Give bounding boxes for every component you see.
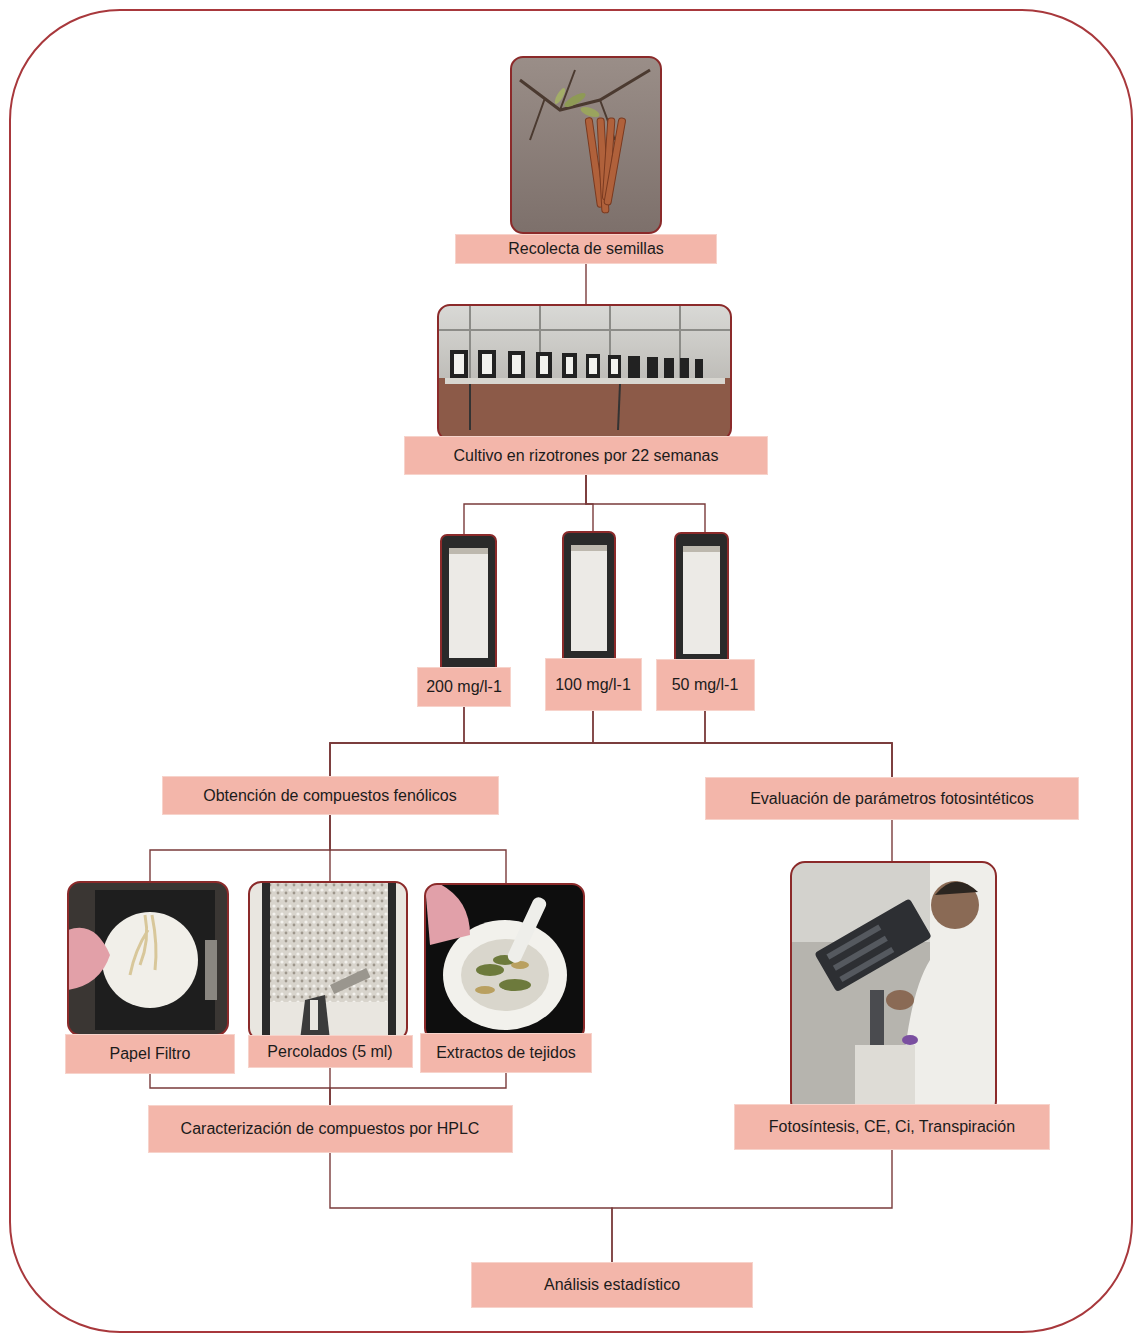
label-box: Cultivo en rizotrones por 22 semanas (404, 436, 768, 475)
photo-border (791, 862, 996, 1115)
rhizotron-photo (441, 535, 496, 680)
label-box: Extractos de tejidos (420, 1033, 592, 1073)
label-text: Extractos de tejidos (436, 1043, 576, 1062)
label-box: 200 mg/l-1 (417, 667, 511, 707)
greenhouse-photo (438, 305, 731, 440)
label-text: 100 mg/l-1 (555, 675, 631, 694)
connector-line (705, 711, 892, 777)
photo-border (68, 882, 228, 1035)
label-box: Fotosíntesis, CE, Ci, Transpiración (734, 1104, 1050, 1150)
mortar-photo (425, 884, 584, 1040)
label-box: 50 mg/l-1 (656, 659, 755, 711)
label-text: Recolecta de semillas (508, 239, 664, 258)
label-text: Papel Filtro (110, 1044, 191, 1063)
label-box: Evaluación de parámetros fotosintéticos (705, 777, 1079, 820)
label-box: Análisis estadístico (471, 1262, 753, 1308)
label-text: Análisis estadístico (544, 1275, 680, 1294)
label-text: 50 mg/l-1 (672, 675, 739, 694)
photo-border (511, 57, 661, 233)
label-text: Cultivo en rizotrones por 22 semanas (453, 446, 718, 465)
label-text: Caracterización de compuestos por HPLC (181, 1119, 480, 1138)
photo-border (249, 882, 407, 1040)
photo-border (425, 884, 584, 1040)
label-text: Fotosíntesis, CE, Ci, Transpiración (769, 1117, 1015, 1136)
gas-exchange-photo (791, 862, 996, 1115)
label-box: Obtención de compuestos fenólicos (162, 776, 499, 815)
connector-line (464, 707, 892, 777)
rounded-border (10, 10, 1132, 1332)
label-box: Recolecta de semillas (455, 234, 717, 264)
label-text: Evaluación de parámetros fotosintéticos (750, 789, 1034, 808)
connector-line (330, 707, 464, 776)
label-box: Caracterización de compuestos por HPLC (148, 1105, 513, 1153)
photo-border (438, 305, 731, 440)
connector-line (150, 1074, 330, 1105)
rhizotron-photo (563, 532, 615, 672)
connector-line (330, 1073, 506, 1105)
label-text: Percolados (5 ml) (267, 1042, 392, 1061)
label-box: Percolados (5 ml) (248, 1035, 413, 1068)
label-text: Obtención de compuestos fenólicos (203, 786, 456, 805)
rhizotron-photo (675, 533, 728, 675)
filter-paper-photo (68, 882, 228, 1035)
connector-line (612, 1150, 892, 1262)
connector-line (593, 711, 892, 777)
label-text: 200 mg/l-1 (426, 677, 502, 696)
connector-line (330, 1153, 612, 1262)
seed-photo (511, 57, 661, 233)
percolate-photo (249, 882, 407, 1040)
label-box: Papel Filtro (65, 1034, 235, 1074)
label-box: 100 mg/l-1 (545, 658, 642, 711)
